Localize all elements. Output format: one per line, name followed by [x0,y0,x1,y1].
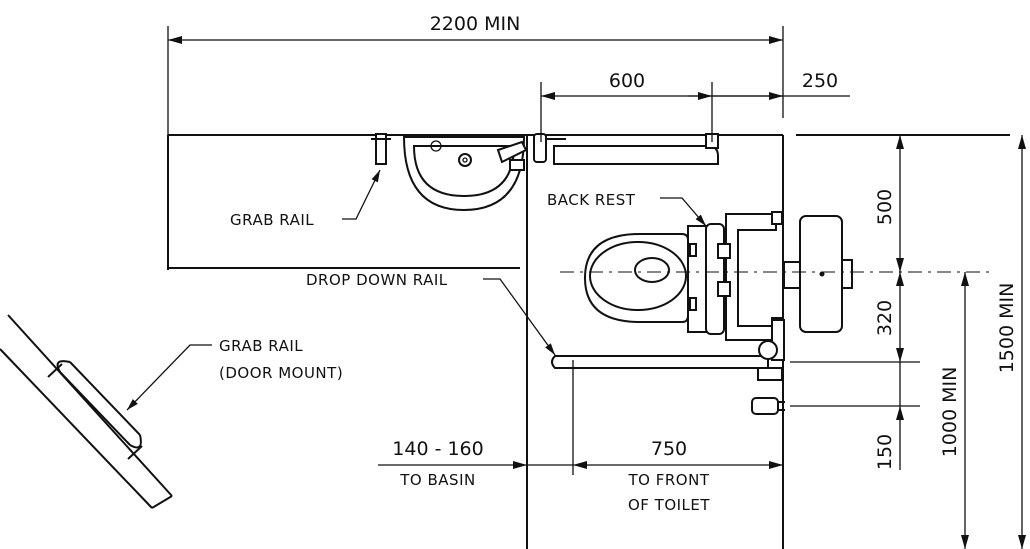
back-rest [705,211,783,341]
dim-basin-gap-sublabel: TO BASIN [399,471,475,489]
dim-rail-spacing [790,362,920,470]
leader-back-rest [660,197,707,227]
dim-basin-gap-label: 140 - 160 [392,438,483,460]
drop-down-rail [551,319,785,381]
leader-grab-rail [342,169,381,220]
dim-overall-width [167,26,784,135]
door-swing [0,314,173,509]
dim-min-depth-label: 1000 MIN [939,367,961,458]
leader-drop-down-rail [483,278,556,356]
dim-rail-spacing-label: 150 [874,434,896,470]
cistern [783,215,853,333]
dim-pan-to-wall [540,82,783,142]
dim-toilet-front-sublabel-2: OF TOILET [628,496,710,514]
label-drop-down-rail: DROP DOWN RAIL [306,271,448,289]
dim-pan-to-wall-label: 600 [609,70,645,92]
dim-room-depth-label: 1500 MIN [996,283,1018,374]
label-grab-rail-door-2: (DOOR MOUNT) [219,364,343,382]
dim-overall-width-label: 2200 MIN [430,13,521,35]
dim-toilet-front-sublabel-1: TO FRONT [628,471,710,489]
dim-toilet-front-label: 750 [651,438,687,460]
dim-centre-to-rail-label: 320 [874,300,896,336]
label-grab-rail-door-1: GRAB RAIL [219,337,303,355]
door-grab-rail [47,360,143,460]
wall-grab-rail-lower [751,397,785,415]
dim-centre-to-rail [790,272,920,363]
dim-wall-offset-label: 250 [802,70,838,92]
label-back-rest: BACK REST [547,191,636,209]
dim-backrest-height-label: 500 [874,189,896,225]
dim-basin-gap [378,360,783,475]
wash-basin [402,136,528,212]
label-grab-rail: GRAB RAIL [230,211,314,229]
leader-grab-rail-door [126,344,212,411]
